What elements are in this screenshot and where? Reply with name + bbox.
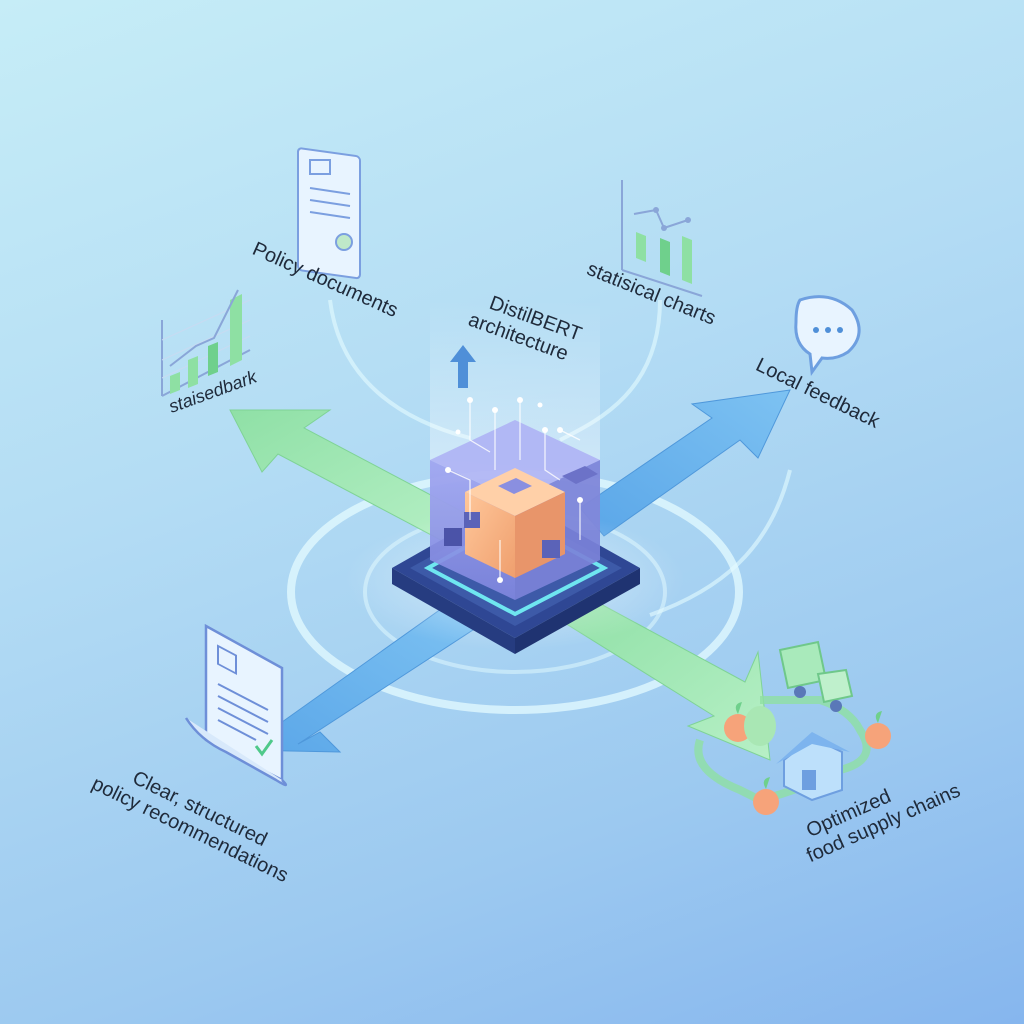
policy-document-icon	[297, 147, 361, 280]
recommendation-document-icon	[184, 623, 288, 787]
statistical-chart-icon	[621, 180, 703, 297]
distilbert-cube	[430, 397, 600, 600]
upload-arrow-icon	[450, 345, 476, 388]
chat-bubble-icon	[794, 295, 861, 377]
truck-icon	[778, 640, 854, 712]
fruit-icons	[724, 702, 891, 815]
supply-chain-icon	[694, 640, 891, 815]
warehouse-icon	[776, 732, 850, 802]
feedback-chart-icon	[161, 289, 251, 397]
